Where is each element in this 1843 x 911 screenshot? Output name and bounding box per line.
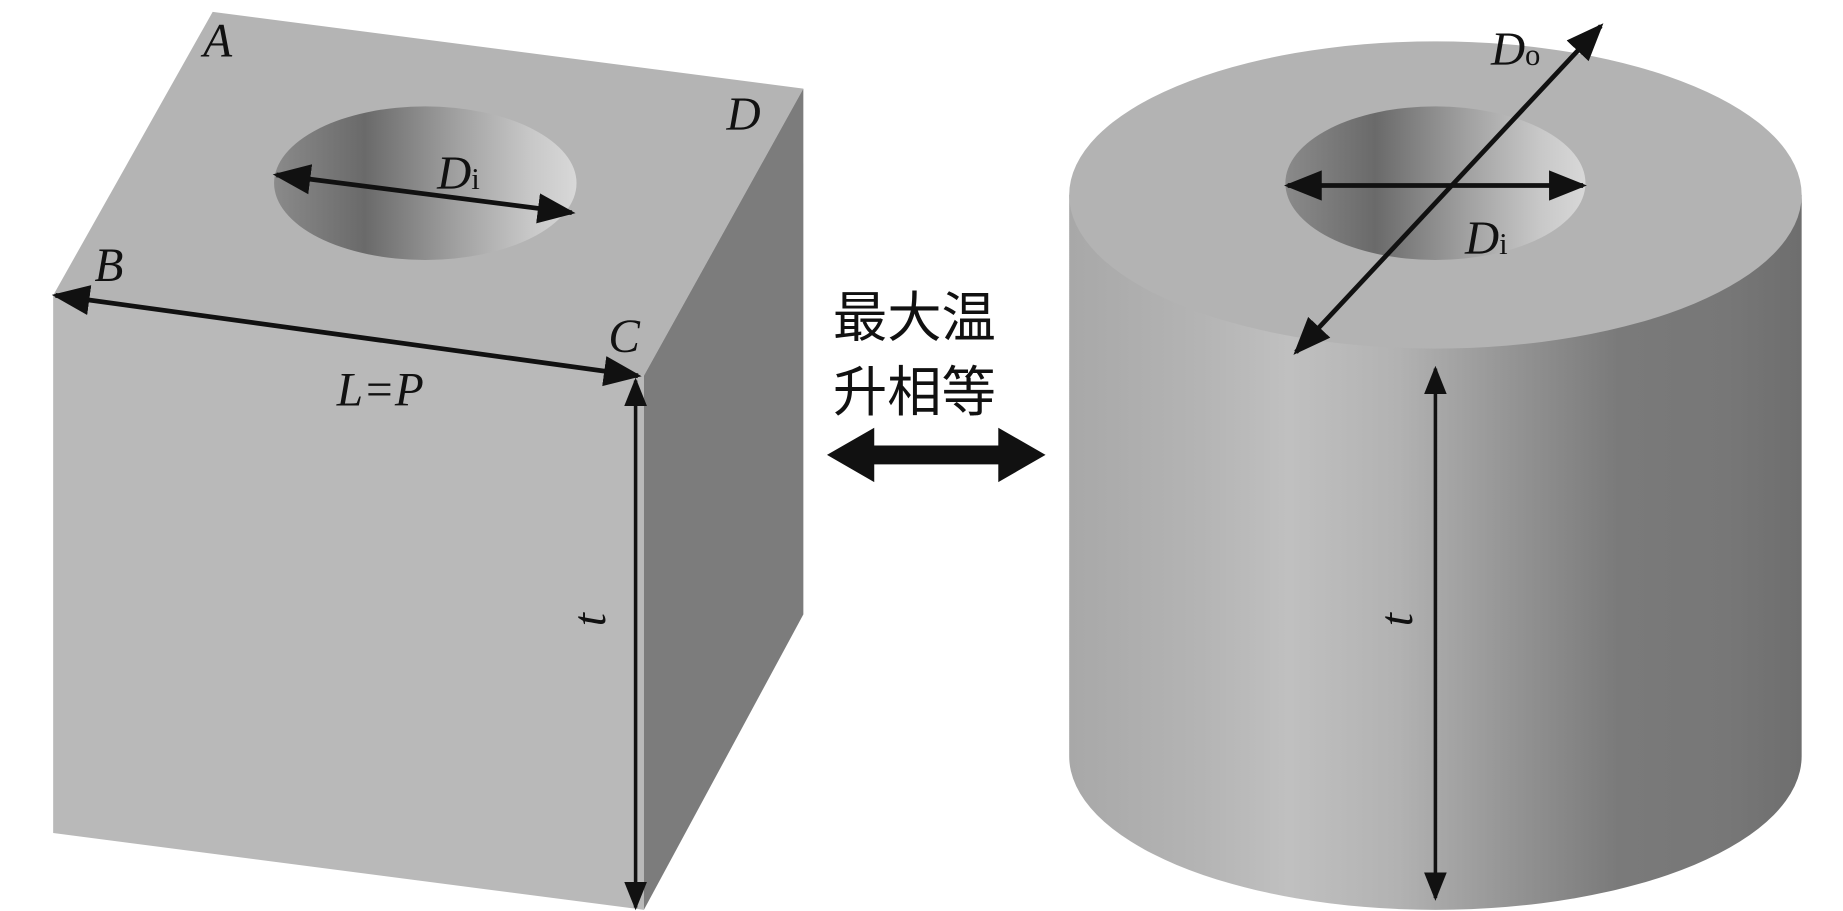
- corner-label-a: A: [200, 16, 233, 68]
- cube-front-face: [53, 295, 644, 910]
- side-length-arrow: [51, 285, 642, 387]
- corner-label-d: D: [726, 89, 761, 141]
- cylinder-height-label: t: [1371, 611, 1423, 626]
- equivalence-note: 最大温 升相等: [826, 287, 1046, 483]
- inner-diameter-label: Di: [1464, 213, 1508, 265]
- outer-diameter-label: Do: [1490, 24, 1540, 76]
- side-length-label: L=P: [336, 364, 424, 416]
- corner-label-c: C: [608, 311, 640, 363]
- hole-diameter-label: Di: [436, 148, 480, 200]
- toroidal-core: Do Di t: [1069, 23, 1802, 910]
- double-arrow-icon: [826, 427, 1046, 483]
- height-label: t: [564, 611, 616, 626]
- cube-side-face: [643, 88, 804, 910]
- note-line-1: 最大温: [833, 287, 996, 350]
- hole-diameter-arrow: [272, 164, 576, 224]
- square-core: A D B C L=P Di t: [51, 11, 804, 911]
- cube-hole: [274, 106, 577, 260]
- corner-label-b: B: [95, 240, 124, 292]
- note-line-2: 升相等: [833, 361, 996, 424]
